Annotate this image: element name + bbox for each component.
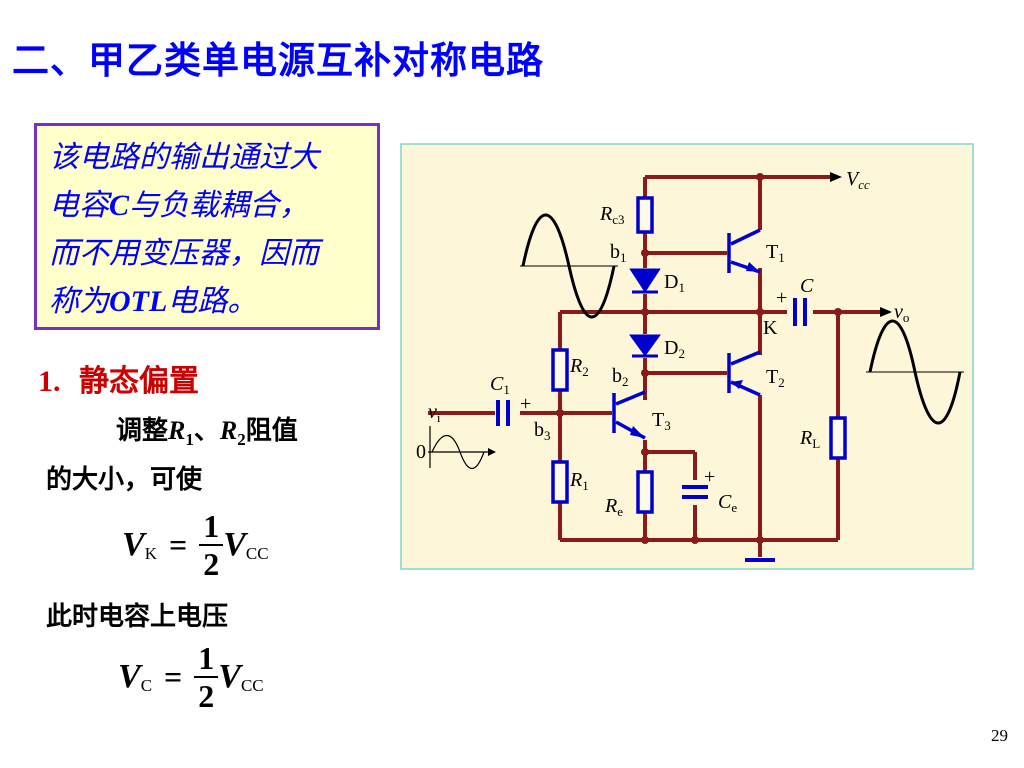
diodes [629,268,661,358]
slide-title: 二、甲乙类单电源互补对称电路 [12,39,544,82]
make-text: 的大小，可使 [46,465,203,495]
callout-line-4: 称为OTL电路。 [49,284,258,319]
junction-dots [556,173,842,544]
label-d1: D1 [664,271,685,295]
label-plus-c1: + [520,393,531,415]
resistor-r1 [551,460,569,504]
label-origin: 0 [416,441,426,463]
label-plus-ce: + [704,466,715,488]
resistor-rl [829,416,847,460]
diode-d2 [629,334,661,357]
label-c1: C1 [490,373,510,397]
capacitor-voltage-text: 此时电容上电压 [46,602,229,632]
capacitors [496,298,807,499]
page-number: 29 [991,726,1008,745]
label-rl: RL [799,427,820,451]
callout-line-1: 该电路的输出通过大 [49,140,319,175]
label-vo: vo [894,301,909,325]
label-vi: vi [428,401,441,425]
label-node-k: K [763,317,778,339]
label-capacitor-c: C [800,275,814,297]
label-r2: R2 [569,355,589,379]
section-heading: 1. 静态偏置 [38,356,199,400]
label-d2: D2 [664,337,685,361]
waveforms [520,213,964,425]
label-rc3: Rc3 [599,203,625,227]
label-re: Re [604,495,623,519]
input-signal-axes [428,426,488,470]
label-r1: R1 [569,469,589,493]
diode-d1 [629,268,661,293]
label-plus-c: + [776,287,787,309]
callout-line-3: 而不用变压器，因而 [49,236,319,271]
label-vcc: Vcc [846,168,870,192]
callout-line-2: 电容C与负载耦合， [49,188,310,223]
circuit-diagram: Vcc Rc3 T1 T2 T3 D1 D2 b1 b2 b3 C + K vo… [400,143,974,570]
resistor-r2 [551,348,569,392]
label-t1: T1 [766,241,785,265]
label-t2: T2 [766,366,785,390]
section-number: 1. [38,365,61,398]
resistor-rc3 [636,196,654,234]
adjust-text: 调整R1、R2阻值 [116,416,298,450]
label-t3: T3 [652,409,671,433]
circuit-wires [428,175,880,557]
section-title: 静态偏置 [78,364,199,399]
circuit-labels: Vcc Rc3 T1 T2 T3 D1 D2 b1 b2 b3 C + K vo… [416,168,909,519]
label-ce: Ce [718,491,737,515]
label-b2: b2 [612,365,629,389]
resistors [551,196,847,514]
label-b3: b3 [534,419,551,443]
label-b1: b1 [610,241,627,265]
resistor-re [636,470,654,514]
callout-box: 该电路的输出通过大 电容C与负载耦合， 而不用变压器，因而 称为OTL电路。 [34,123,380,330]
